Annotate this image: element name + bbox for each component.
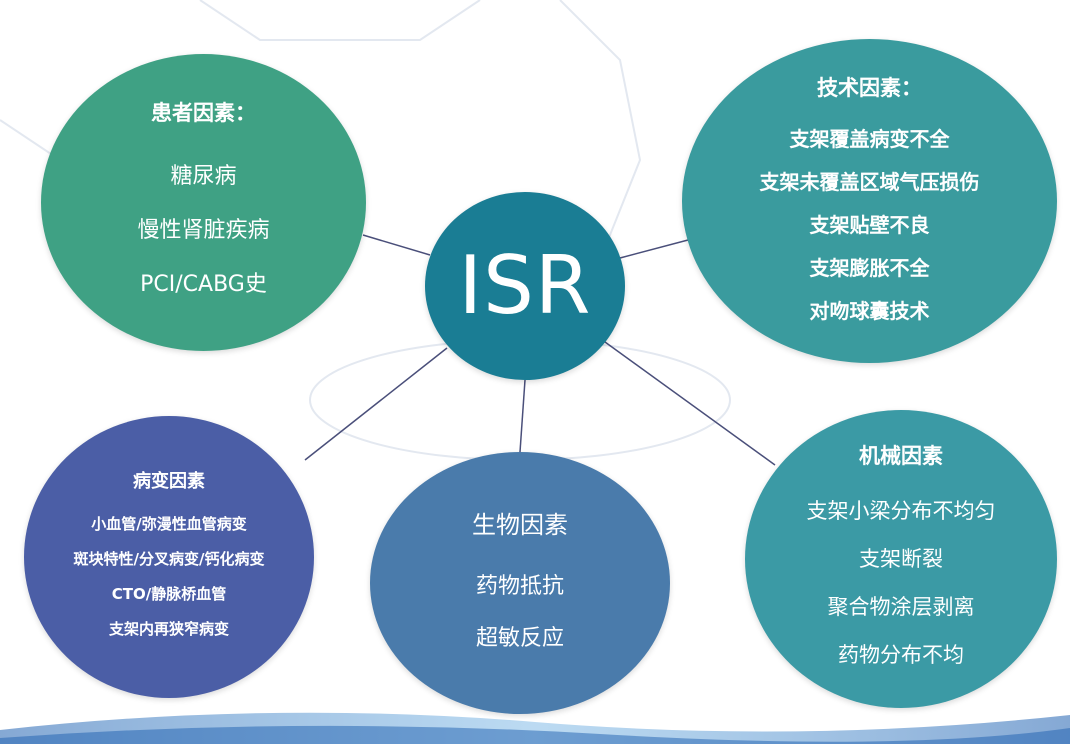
patient-factor-item: 慢性肾脏疾病 <box>137 217 270 243</box>
lesion-factor-item: 小血管/弥漫性血管病变 <box>91 514 247 533</box>
lesion-factor-item: 支架内再狭窄病变 <box>108 620 229 639</box>
technical-factors-title: 技术因素： <box>817 75 922 100</box>
biological-factors-title: 生物因素 <box>472 510 568 539</box>
patient-factor-item: 糖尿病 <box>170 163 237 189</box>
biological-factor-item: 超敏反应 <box>475 625 564 651</box>
biological-factors-node: 生物因素 药物抵抗 超敏反应 <box>370 452 670 714</box>
mechanical-factor-item: 聚合物涂层剥离 <box>827 595 975 619</box>
isr-label: ISR <box>458 239 592 332</box>
lesion-factors-node: 病变因素 小血管/弥漫性血管病变 斑块特性/分叉病变/钙化病变 CTO/静脉桥血… <box>24 416 314 698</box>
technical-factor-item: 支架贴壁不良 <box>809 212 930 237</box>
technical-factor-item: 对吻球囊技术 <box>809 298 930 323</box>
patient-factor-item: PCI/CABG史 <box>140 271 267 297</box>
connector-technical <box>619 239 689 259</box>
connector-mechanical <box>604 341 776 466</box>
technical-factors-node: 技术因素： 支架覆盖病变不全 支架未覆盖区域气压损伤 支架贴壁不良 支架膨胀不全… <box>682 39 1057 363</box>
mechanical-factor-item: 支架小梁分布不均匀 <box>806 499 996 523</box>
mechanical-factors-title: 机械因素 <box>859 444 943 468</box>
lesion-factors-title: 病变因素 <box>133 470 205 492</box>
mechanical-factor-item: 支架断裂 <box>859 547 943 571</box>
lesion-factor-item: CTO/静脉桥血管 <box>111 585 227 603</box>
technical-factor-item: 支架未覆盖区域气压损伤 <box>759 169 980 194</box>
connector-bio <box>519 379 526 453</box>
technical-factor-item: 支架膨胀不全 <box>809 255 930 280</box>
patient-factors-title: 患者因素： <box>151 100 256 125</box>
mechanical-factors-node: 机械因素 支架小梁分布不均匀 支架断裂 聚合物涂层剥离 药物分布不均 <box>745 410 1057 708</box>
connector-lesion <box>304 347 448 461</box>
biological-factor-item: 药物抵抗 <box>475 573 564 599</box>
patient-factors-node: 患者因素： 糖尿病 慢性肾脏疾病 PCI/CABG史 <box>41 54 366 351</box>
connector-patient <box>362 234 431 256</box>
mechanical-factor-item: 药物分布不均 <box>838 643 964 667</box>
lesion-factor-item: 斑块特性/分叉病变/钙化病变 <box>73 549 265 568</box>
isr-center-node: ISR <box>425 192 625 380</box>
technical-factor-item: 支架覆盖病变不全 <box>789 126 950 151</box>
